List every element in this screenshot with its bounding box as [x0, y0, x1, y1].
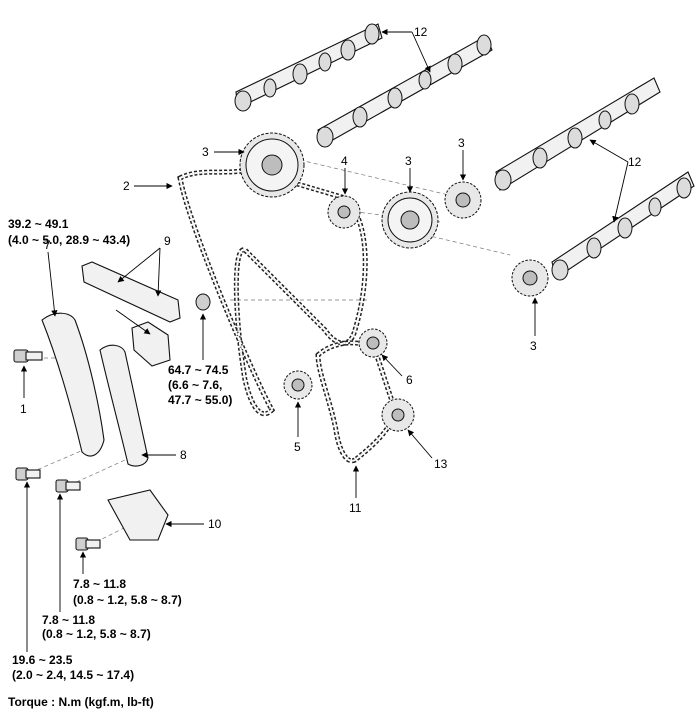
torque-center-line2: (6.6 ~ 7.6,	[168, 378, 222, 392]
torque-guide-line1: 7.8 ~ 11.8	[42, 613, 95, 627]
callout-13: 13	[434, 457, 448, 471]
callout-12-top: 12	[414, 25, 428, 39]
callout-labels: 12 12 3 3 3 3 4 2 9 7 1 8 5 6 13 11 10	[20, 25, 642, 531]
callout-7: 7	[44, 238, 51, 252]
callout-1: 1	[20, 402, 27, 416]
torque-bolt1-line1: 39.2 ~ 49.1	[8, 217, 69, 231]
callout-9: 9	[164, 234, 171, 248]
timing-chain-lower	[315, 340, 398, 464]
camshaft-exhaust-left	[316, 34, 493, 148]
chain-guide-8	[99, 344, 149, 467]
torque-legend: Torque : N.m (kgf.m, lb-ft)	[8, 695, 154, 709]
callout-8: 8	[180, 448, 187, 462]
sprocket-6	[358, 328, 388, 358]
timing-chain-upper	[177, 167, 368, 417]
bolt-tensioner	[75, 537, 101, 551]
torque-guide-line2: (0.8 ~ 1.2, 5.8 ~ 8.7)	[42, 627, 151, 641]
callout-10: 10	[208, 517, 222, 531]
callout-6: 6	[406, 373, 413, 387]
callout-3-center: 3	[405, 154, 412, 168]
callout-3-lower-right: 3	[530, 339, 537, 353]
crankshaft-sprocket-5	[283, 370, 313, 400]
bolt-guide-mid	[55, 479, 81, 493]
torque-lower-line2: (2.0 ~ 2.4, 14.5 ~ 17.4)	[12, 668, 134, 682]
torque-bolt1-line2: (4.0 ~ 5.0, 28.9 ~ 43.4)	[8, 233, 130, 247]
chain-guide-9-upper	[81, 261, 181, 323]
callout-12-right: 12	[628, 155, 642, 169]
cam-sprocket-upper-right	[444, 181, 482, 219]
callout-4: 4	[341, 154, 348, 168]
camshaft-intake-right	[494, 77, 661, 191]
torque-tensioner-line1: 7.8 ~ 11.8	[73, 577, 126, 591]
camshaft-intake-left	[234, 23, 383, 112]
torque-tensioner-line2: (0.8 ~ 1.2, 5.8 ~ 8.7)	[73, 593, 182, 607]
idler-sprocket-4	[327, 195, 361, 229]
callout-11: 11	[349, 501, 362, 515]
bolt-1	[13, 349, 43, 363]
cam-sprocket-lower-right	[511, 259, 549, 297]
chain-tensioner-10	[107, 489, 169, 541]
torque-specs: 39.2 ~ 49.1 (4.0 ~ 5.0, 28.9 ~ 43.4) 64.…	[8, 217, 232, 709]
callout-2: 2	[123, 179, 130, 193]
bolt-guide-lower	[15, 467, 41, 481]
idler-bolt-center	[195, 293, 211, 311]
leader-lines	[20, 28, 629, 652]
callout-5: 5	[294, 440, 301, 454]
camshaft-exhaust-right	[551, 171, 695, 281]
torque-center-line3: 47.7 ~ 55.0)	[168, 393, 232, 407]
torque-lower-line1: 19.6 ~ 23.5	[12, 653, 73, 667]
chain-guide-9-lower	[131, 321, 171, 367]
callout-3-upper-right: 3	[458, 136, 465, 150]
torque-center-line1: 64.7 ~ 74.5	[168, 363, 229, 377]
tensioner-arm-7	[41, 312, 105, 457]
callout-3-left: 3	[202, 145, 209, 159]
oil-pump-sprocket-13	[381, 398, 415, 432]
cam-sprocket-center	[381, 191, 439, 249]
cam-sprocket-upper-left	[239, 132, 305, 198]
